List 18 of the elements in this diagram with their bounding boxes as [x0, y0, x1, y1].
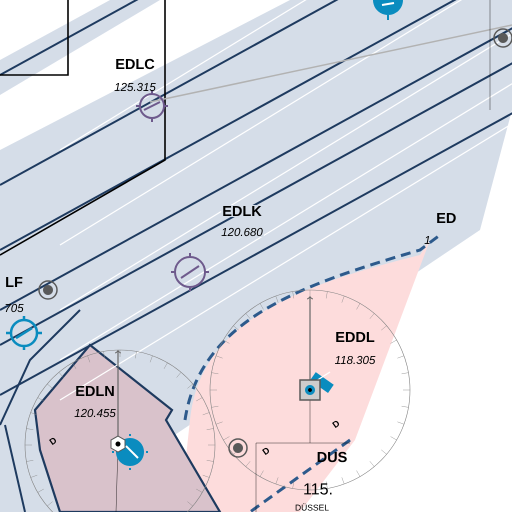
map-label: D	[332, 420, 339, 428]
map-label: EDLC	[116, 58, 154, 70]
map-label: ED	[437, 213, 456, 223]
map-label: DUS	[318, 452, 347, 462]
map-label: EDLN	[76, 386, 114, 396]
map-label: 120.680	[220, 226, 264, 238]
map-label: LF	[6, 277, 22, 287]
map-label: 125.315	[114, 82, 156, 92]
map-label: 1	[424, 236, 430, 244]
map-label: EDDL	[336, 332, 374, 342]
map-label: 705	[6, 304, 24, 312]
map-label: EDLK	[221, 205, 263, 217]
map-label: 115.	[304, 483, 332, 495]
map-label: D	[262, 448, 269, 456]
map-label: 120.455	[74, 408, 116, 418]
map-label: 118.305	[334, 356, 376, 364]
map-label: DÜSSEL	[296, 503, 329, 511]
map-label: D	[49, 438, 56, 446]
